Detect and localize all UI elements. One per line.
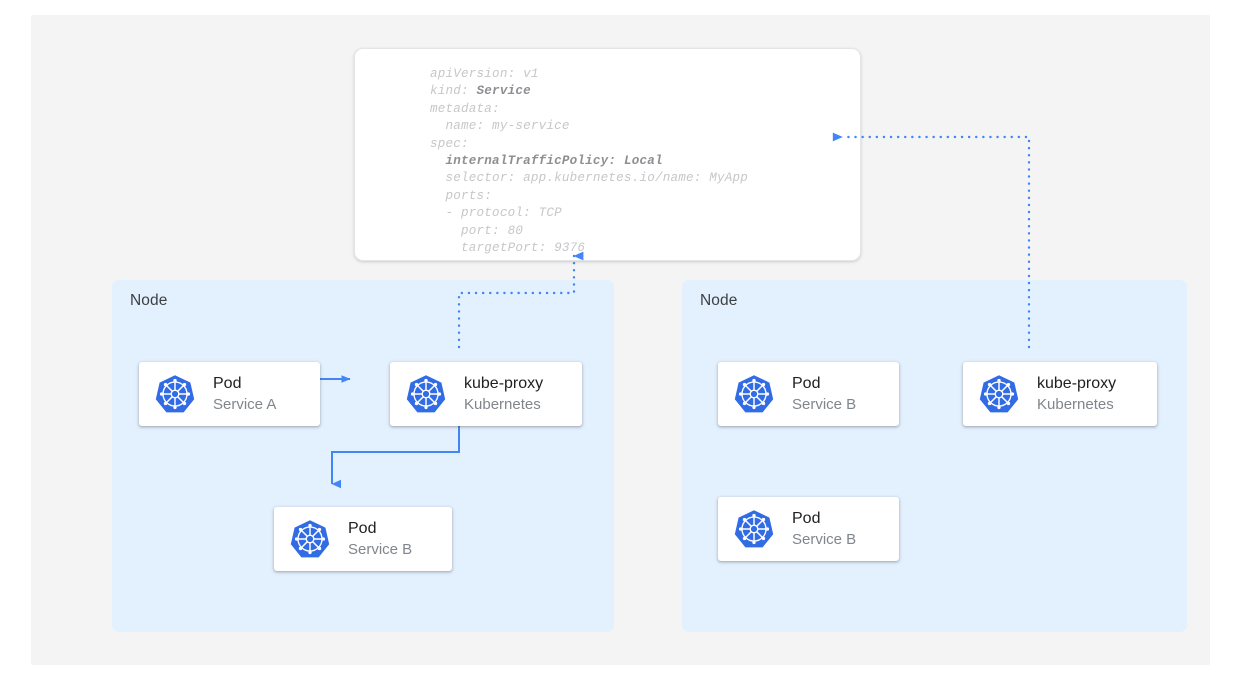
card-subtitle: Service A: [213, 395, 277, 413]
card-pod-service-a[interactable]: Pod Service A: [139, 362, 320, 426]
card-title: Pod: [213, 374, 242, 392]
card-text: kube-proxy Kubernetes: [464, 374, 543, 415]
service-manifest-yaml: apiVersion: v1 kind: Service metadata: nam…: [430, 66, 748, 257]
yaml-line: ports:: [430, 188, 493, 203]
card-pod-service-b-right-top[interactable]: Pod Service B: [718, 362, 899, 426]
yaml-line: name: my-service: [430, 119, 570, 134]
yaml-line: targetPort: 9376: [430, 240, 586, 255]
card-subtitle: Service B: [348, 540, 413, 558]
yaml-line: port: 80: [430, 223, 524, 238]
diagram-canvas: apiVersion: v1 kind: Service metadata: nam…: [31, 15, 1210, 665]
card-text: kube-proxy Kubernetes: [1037, 374, 1116, 415]
card-subtitle: Service B: [792, 395, 857, 413]
node-panel-right: Node: [682, 280, 1187, 632]
card-title: Pod: [348, 519, 377, 537]
card-kube-proxy-right[interactable]: kube-proxy Kubernetes: [963, 362, 1157, 426]
card-title: kube-proxy: [464, 374, 544, 392]
yaml-line: internalTrafficPolicy: Local: [430, 153, 748, 170]
yaml-line: spec:: [430, 136, 469, 151]
kubernetes-icon: [979, 374, 1019, 414]
service-manifest-card: apiVersion: v1 kind: Service metadata: nam…: [354, 48, 861, 261]
card-title: Pod: [792, 509, 821, 527]
kubernetes-icon: [290, 519, 330, 559]
card-subtitle: Kubernetes: [464, 395, 541, 413]
card-text: Pod Service B: [348, 519, 412, 560]
kubernetes-icon: [734, 509, 774, 549]
card-subtitle: Service B: [792, 530, 857, 548]
yaml-line: selector: app.kubernetes.io/name: MyApp: [430, 171, 749, 186]
yaml-line: - protocol: TCP: [430, 206, 562, 221]
card-pod-service-b-right-bottom[interactable]: Pod Service B: [718, 497, 899, 561]
card-title: kube-proxy: [1037, 374, 1117, 392]
yaml-line: metadata:: [430, 101, 500, 116]
kubernetes-icon: [155, 374, 195, 414]
card-title: Pod: [792, 374, 821, 392]
yaml-emphasis: internalTrafficPolicy: Local: [445, 153, 663, 168]
card-text: Pod Service A: [213, 374, 276, 415]
kubernetes-icon: [406, 374, 446, 414]
node-label-left: Node: [130, 292, 168, 309]
node-label-right: Node: [700, 292, 738, 309]
kubernetes-icon: [734, 374, 774, 414]
yaml-line: kind: Service: [430, 84, 531, 99]
card-subtitle: Kubernetes: [1037, 395, 1114, 413]
yaml-emphasis: Service: [476, 84, 531, 99]
node-panel-left: Node: [112, 280, 614, 632]
card-kube-proxy-left[interactable]: kube-proxy Kubernetes: [390, 362, 582, 426]
card-text: Pod Service B: [792, 509, 856, 550]
yaml-line: apiVersion: v1: [430, 67, 539, 81]
card-pod-service-b-left[interactable]: Pod Service B: [274, 507, 452, 571]
card-text: Pod Service B: [792, 374, 856, 415]
